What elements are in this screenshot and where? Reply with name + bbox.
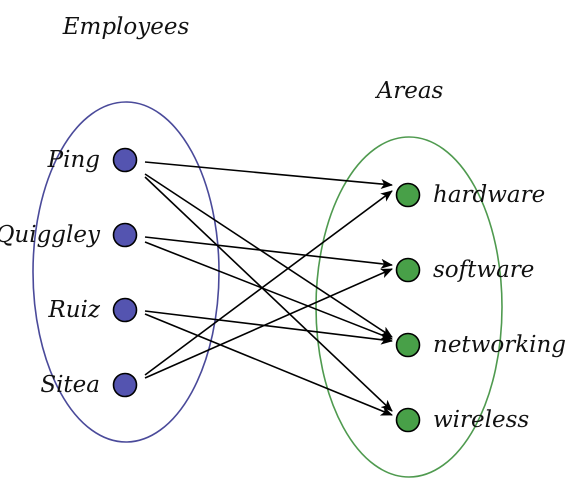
employee-ping: Ping <box>47 147 138 173</box>
area-label: hardware <box>433 182 545 208</box>
area-networking: networking <box>395 332 566 358</box>
arrow-quiggley-to-software <box>144 236 393 269</box>
employee-node <box>112 297 138 323</box>
arrow-ruiz-to-networking <box>144 310 393 345</box>
employee-node <box>112 372 138 398</box>
employee-sitea: Sitea <box>40 372 138 398</box>
employees-set-ellipse <box>32 101 220 443</box>
arrow-ping-to-hardware <box>144 161 393 189</box>
area-node <box>395 182 421 208</box>
arrow-quiggley-to-networking <box>144 241 393 340</box>
employee-label: Quiggley <box>0 222 101 248</box>
area-label: networking <box>433 332 566 358</box>
arrow-sitea-to-software <box>144 268 393 379</box>
arrow-ping-to-networking <box>144 173 393 338</box>
area-hardware: hardware <box>395 182 545 208</box>
employee-label: Ping <box>47 147 100 173</box>
area-label: wireless <box>433 407 529 433</box>
employee-quiggley: Quiggley <box>0 222 138 248</box>
employee-label: Sitea <box>40 372 100 398</box>
arrow-ping-to-wireless <box>144 176 393 412</box>
employee-ruiz: Ruiz <box>47 297 138 323</box>
area-node <box>395 407 421 433</box>
area-node <box>395 257 421 283</box>
areas-set-ellipse <box>315 136 503 478</box>
employee-node <box>112 147 138 173</box>
employees-title: Employees <box>62 14 190 40</box>
arrow-ruiz-to-wireless <box>144 313 393 416</box>
employee-label: Ruiz <box>47 297 100 323</box>
arrow-sitea-to-hardware <box>144 190 393 376</box>
employee-node <box>112 222 138 248</box>
area-node <box>395 332 421 358</box>
area-wireless: wireless <box>395 407 529 433</box>
area-label: software <box>433 257 534 283</box>
mapping-arrows <box>144 161 393 416</box>
areas-title: Areas <box>375 78 444 104</box>
area-software: software <box>395 257 534 283</box>
